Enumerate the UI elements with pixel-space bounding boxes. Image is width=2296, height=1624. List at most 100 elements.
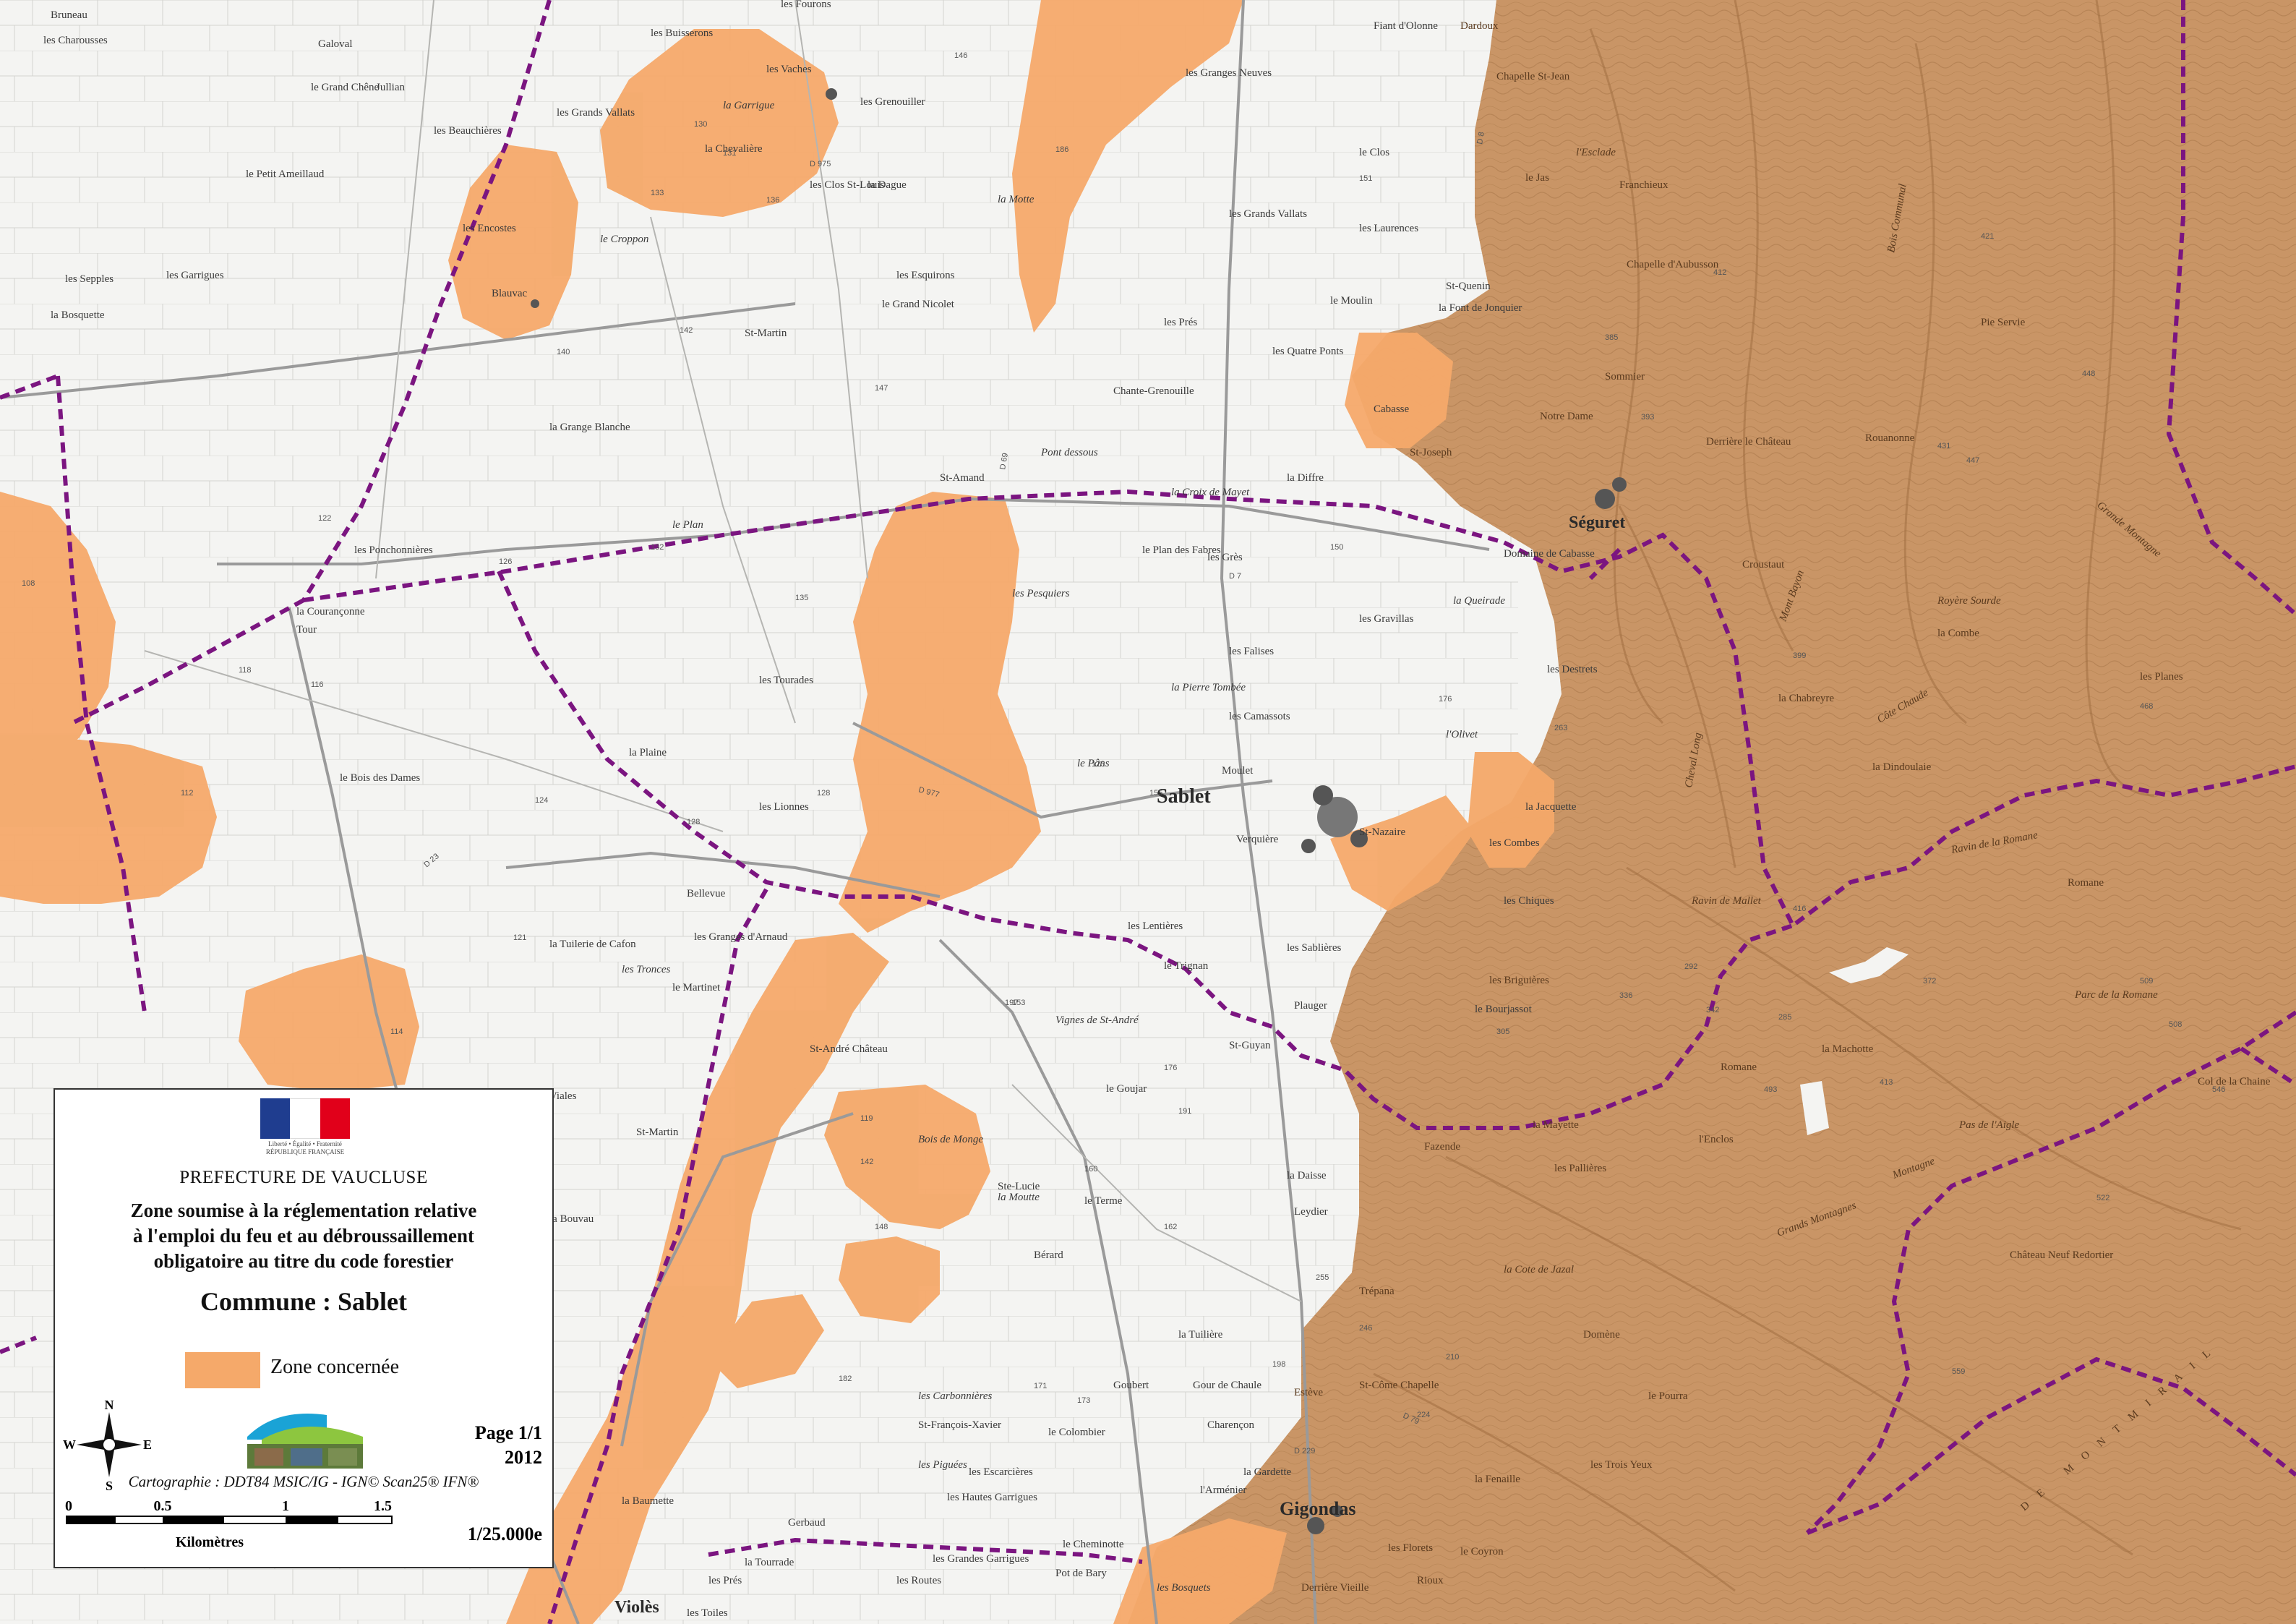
- compass-s: S: [106, 1479, 113, 1492]
- label-pas-de-laigle: Pas de l'Aigle: [1958, 1119, 2020, 1131]
- label-le-trignan: le Trignan: [1164, 960, 1209, 972]
- label-sommier: Sommier: [1605, 371, 1645, 383]
- label-chapelle-daubusson: Chapelle d'Aubusson: [1627, 259, 1719, 270]
- label-les-granges-neuves: les Granges Neuves: [1186, 67, 1272, 79]
- label-les-encostes: les Encostes: [463, 223, 516, 234]
- spot-height: 122: [318, 514, 331, 523]
- label-la-plaine: la Plaine: [629, 747, 667, 758]
- label-notre-dame: Notre Dame: [1540, 411, 1593, 422]
- legend-title: Zone soumise à la réglementation relativ…: [55, 1198, 552, 1274]
- spot-height: 133: [651, 189, 664, 197]
- label-la-motte: la Motte: [998, 194, 1035, 205]
- label-st-martin2: St-Martin: [636, 1127, 679, 1138]
- label-le-plan-des-fabres: le Plan des Fabres: [1142, 544, 1221, 556]
- label-cabasse: Cabasse: [1374, 403, 1409, 415]
- label-gigondas: Gigondas: [1280, 1498, 1356, 1519]
- zone-concernee: [0, 0, 1554, 1624]
- label-st-amand: St-Amand: [940, 472, 985, 484]
- label-lenclos: l'Enclos: [1699, 1134, 1734, 1145]
- spot-height: 186: [1055, 145, 1068, 154]
- label-chateau-neuf-redortier: Château Neuf Redortier: [2010, 1249, 2113, 1261]
- spot-height: 160: [1084, 1165, 1097, 1174]
- spot-height: 285: [1778, 1013, 1791, 1022]
- spot-height: 182: [839, 1375, 852, 1383]
- label-jullian: Jullian: [376, 82, 405, 93]
- label-domaine-de-cabasse: Domaine de Cabasse: [1504, 548, 1595, 560]
- label-pont-dessous: Pont dessous: [1040, 447, 1098, 458]
- spot-height: 148: [875, 1223, 888, 1231]
- label-ste-lucie: Ste-Lucie: [998, 1181, 1040, 1192]
- label-croustaut: Croustaut: [1742, 559, 1785, 570]
- label-bruneau: Bruneau: [51, 9, 87, 21]
- spot-height: 112: [181, 789, 194, 798]
- label-les-sepples: les Sepples: [65, 273, 113, 285]
- spot-height: 135: [795, 594, 808, 602]
- label-berard: Bérard: [1034, 1249, 1063, 1261]
- zone-swatch: [185, 1352, 260, 1388]
- label-la-font-de-jonquier: la Font de Jonquier: [1439, 302, 1522, 314]
- compass-n: N: [105, 1398, 114, 1412]
- label-bellevue: Bellevue: [687, 888, 726, 899]
- clearing: [1800, 1081, 1829, 1135]
- label-la-combe: la Combe: [1937, 628, 1979, 639]
- label-tour: Tour: [296, 624, 317, 636]
- label-fiant-dolonne: Fiant d'Olonne: [1374, 20, 1438, 32]
- motto: Liberté • Égalité • Fraternité: [268, 1140, 342, 1148]
- label-le-coyron: le Coyron: [1460, 1546, 1504, 1557]
- label-les-pres: les Prés: [1164, 317, 1197, 328]
- label-la-chevaliere: la Chevalière: [705, 143, 763, 155]
- label-la-fenaille: la Fenaille: [1475, 1474, 1520, 1485]
- label-d7: D 7: [1229, 572, 1241, 581]
- spot-height: 147: [875, 384, 888, 393]
- spot-height: 150: [1330, 543, 1343, 552]
- spot-height: 119: [860, 1114, 873, 1123]
- label-chapelle-st-jean: Chapelle St-Jean: [1496, 71, 1570, 82]
- spot-height: 447: [1966, 456, 1979, 465]
- label-st-nazaire: St-Nazaire: [1359, 826, 1405, 838]
- label-trepana: Trépana: [1359, 1286, 1395, 1297]
- label-le-pourra: le Pourra: [1648, 1390, 1688, 1402]
- label-larmenier: l'Arménier: [1200, 1484, 1246, 1496]
- label-les-pallieres: les Pallières: [1554, 1163, 1606, 1174]
- label-le-cheminotte: le Cheminotte: [1063, 1539, 1124, 1550]
- label-romane: Romane: [1721, 1061, 1757, 1073]
- spot-height: 210: [1446, 1353, 1459, 1362]
- label-la-diffre: la Diffre: [1287, 472, 1324, 484]
- minor-roads: [144, 0, 1302, 1302]
- label-les-pesquiers: les Pesquiers: [1012, 588, 1070, 599]
- spot-height: 509: [2140, 977, 2153, 986]
- spot-heights: 1301311331461361421401471321511351261221…: [22, 51, 2225, 1419]
- spot-height: 246: [1359, 1324, 1372, 1333]
- map-year: 2012: [505, 1447, 542, 1468]
- label-la-bouvau: la Bouvau: [549, 1213, 594, 1225]
- clearing: [1829, 947, 1909, 983]
- label-les-florets: les Florets: [1388, 1542, 1433, 1554]
- label-le-bourjassot: le Bourjassot: [1475, 1004, 1533, 1015]
- label-vignes-de-st-andre: Vignes de St-André: [1055, 1014, 1139, 1026]
- label-charencon: Charençon: [1207, 1419, 1254, 1431]
- spot-height: 130: [694, 120, 707, 129]
- spot-height: 263: [1554, 724, 1567, 732]
- label-rouanonne: Rouanonne: [1865, 432, 1915, 444]
- republique: RÉPUBLIQUE FRANÇAISE: [265, 1148, 345, 1155]
- label-les-pres2: les Prés: [708, 1575, 742, 1586]
- label-la-dague: la Dague: [868, 179, 907, 191]
- label-les-tourades: les Tourades: [759, 675, 813, 686]
- label-blauvac: Blauvac: [492, 288, 527, 299]
- scale-tick-05: 0.5: [154, 1498, 172, 1514]
- label-pie-servie: Pie Servie: [1981, 317, 2026, 328]
- label-le-plan: le Plan: [672, 519, 703, 531]
- spot-height: 413: [1880, 1078, 1893, 1087]
- label-plauger: Plauger: [1294, 1000, 1327, 1012]
- spot-height: 493: [1764, 1085, 1777, 1094]
- label-st-francois-xavier: St-François-Xavier: [918, 1419, 1001, 1431]
- spot-height: 336: [1619, 991, 1632, 1000]
- label-les-hautes-garrigues: les Hautes Garrigues: [947, 1492, 1037, 1503]
- relief-shading: [1373, 0, 2242, 1592]
- label-le-clos: le Clos: [1359, 147, 1389, 158]
- scale-unit: Kilomètres: [176, 1534, 244, 1550]
- spot-height: 153: [1012, 999, 1025, 1007]
- label-la-tuiliere: la Tuilière: [1178, 1329, 1223, 1341]
- spot-height: 416: [1793, 905, 1806, 913]
